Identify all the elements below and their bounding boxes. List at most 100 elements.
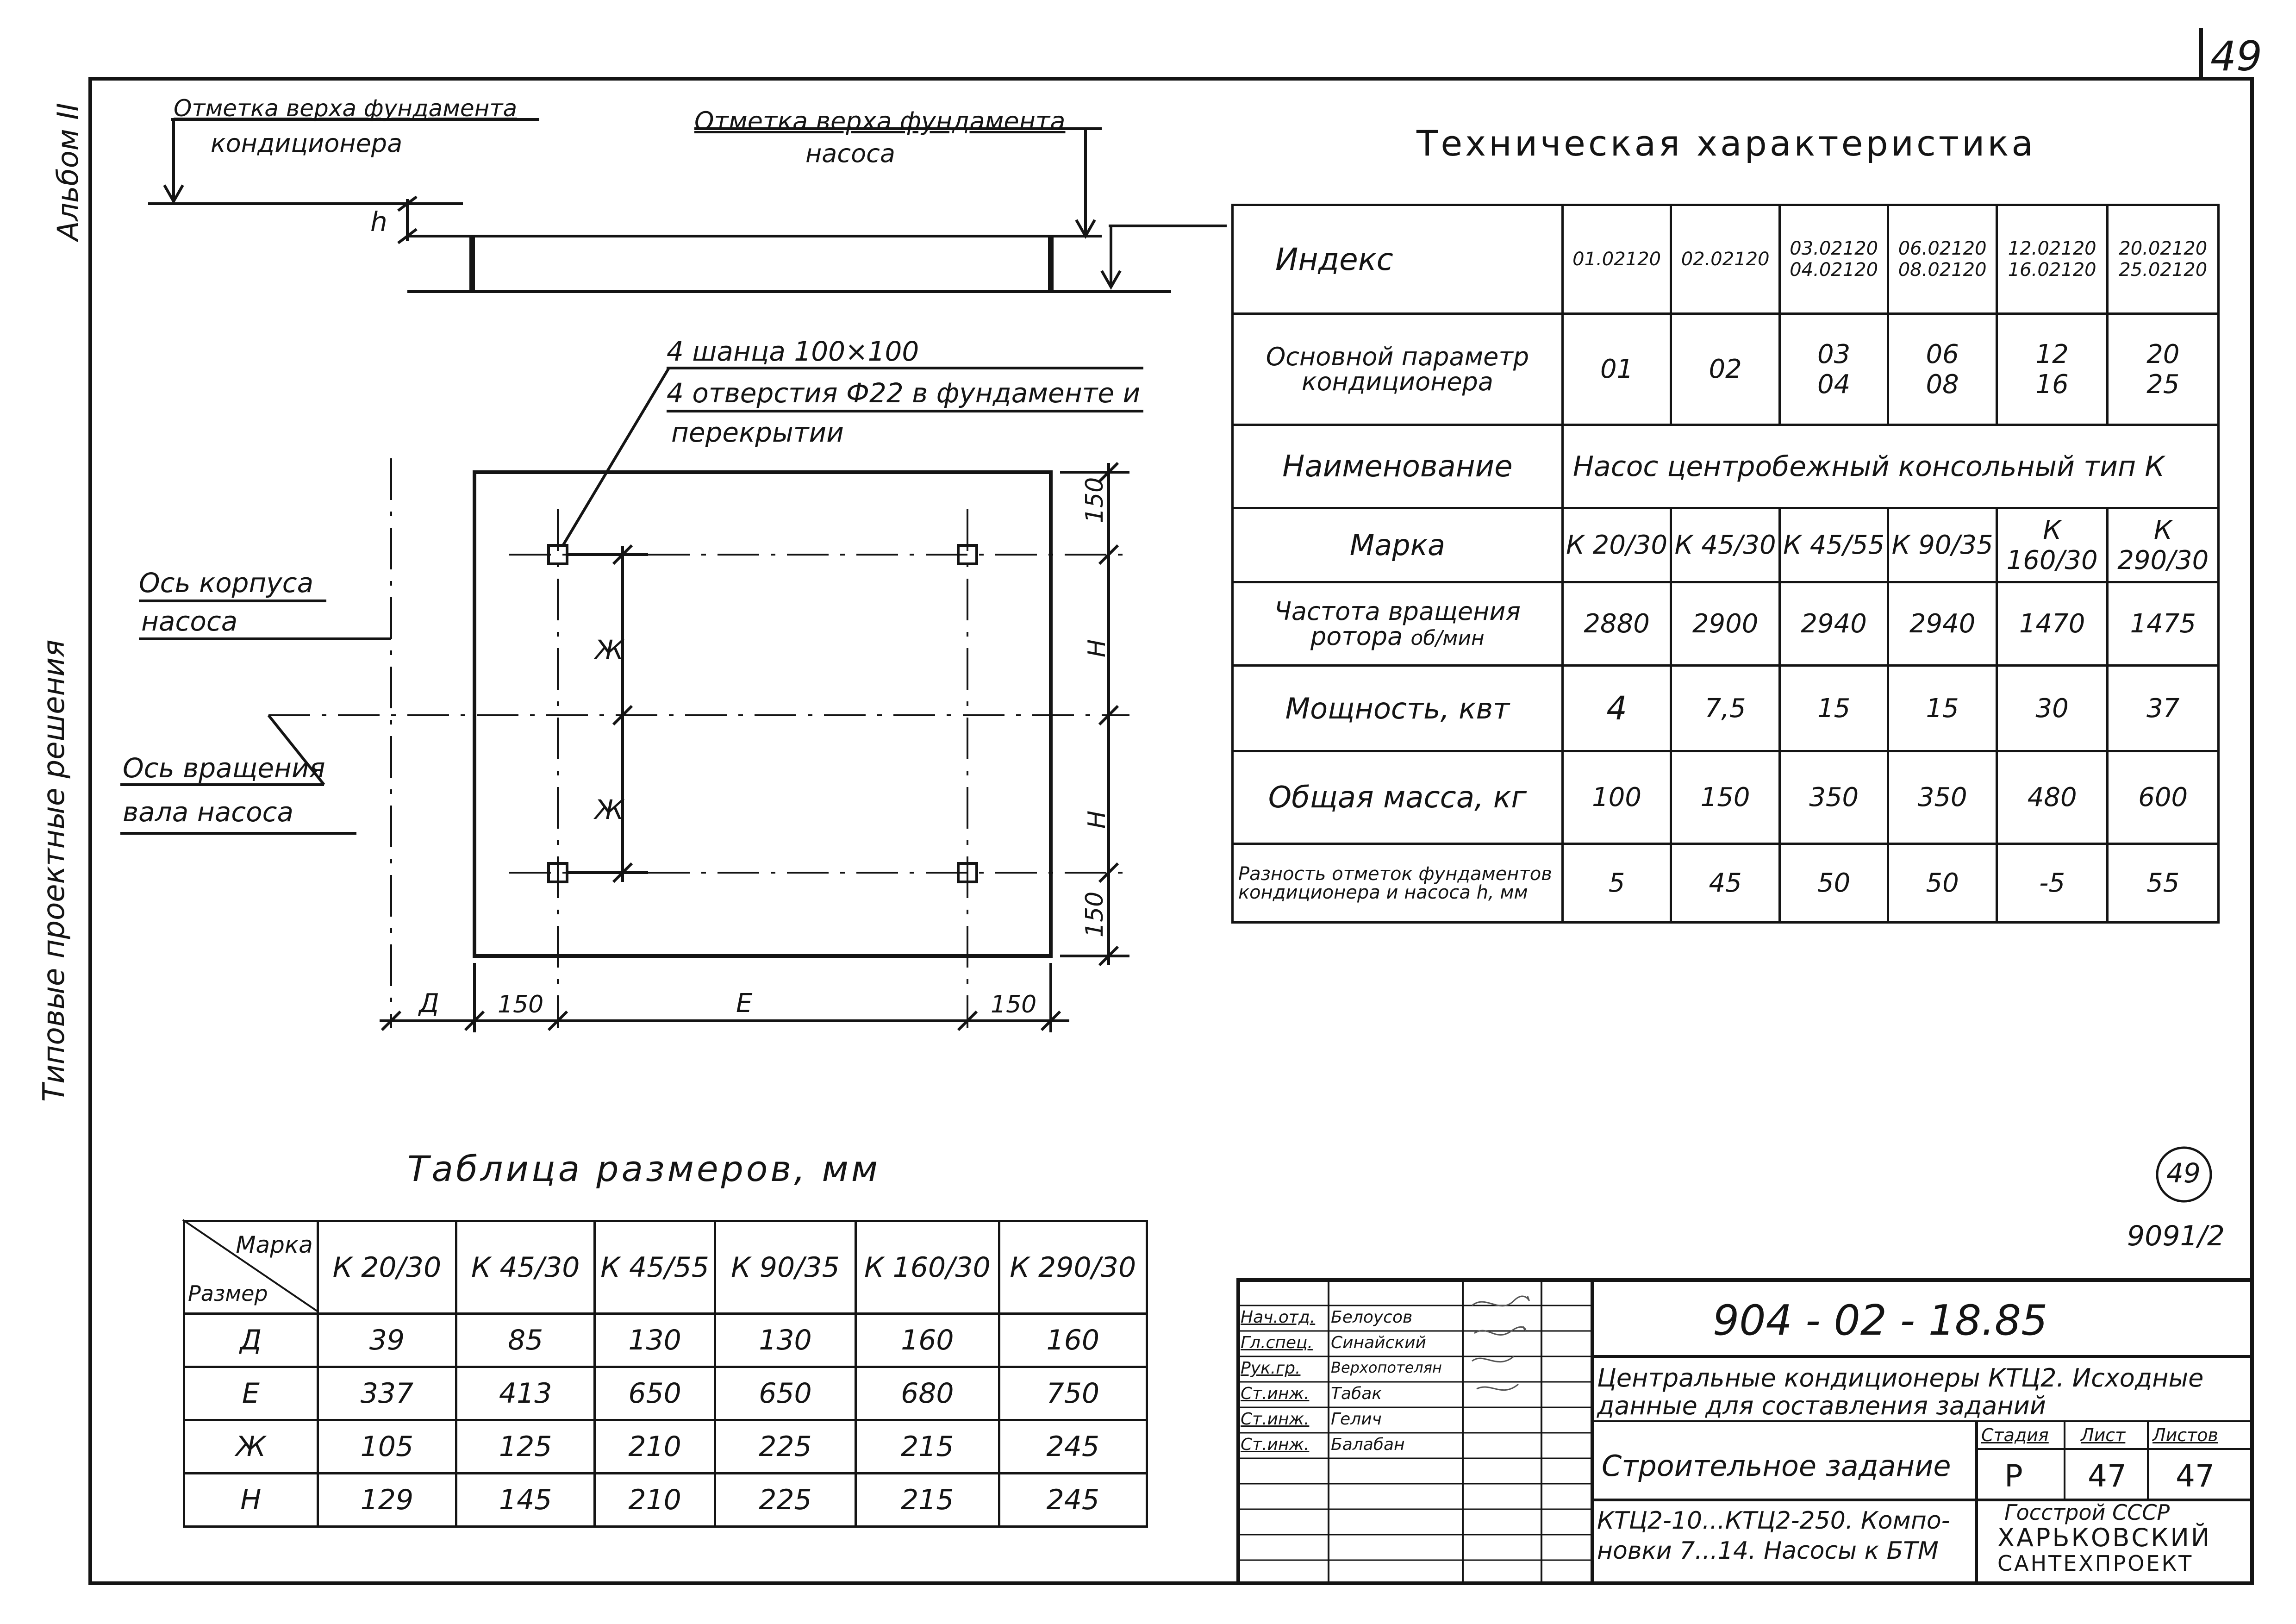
tech-freq-cell: 2940 <box>1778 581 1890 667</box>
sheet-number-circle <box>2156 1146 2212 1203</box>
tech-index-cell: 03.02120 04.02120 <box>1778 204 1890 315</box>
name: Синайский <box>1331 1333 1426 1352</box>
series-label: Типовые проектные решения <box>37 639 71 1102</box>
name: Белоусов <box>1331 1308 1413 1327</box>
sizes-cell: 215 <box>855 1419 1000 1474</box>
sizes-cell: 215 <box>855 1472 1000 1528</box>
task-label: Строительное задание <box>1602 1449 1951 1483</box>
tech-freq-label: Частота вращения ротора об/мин <box>1231 581 1564 667</box>
tech-param-label: Основной параметр кондиционера <box>1231 312 1564 426</box>
sizes-cell: 650 <box>713 1366 857 1421</box>
name: Гелич <box>1331 1410 1382 1429</box>
inventory-number: 9091/2 <box>2127 1220 2225 1252</box>
sizes-cell: 245 <box>998 1419 1148 1474</box>
cond-top-label-2: кондиционера <box>211 129 403 158</box>
sheet-header: Лист <box>2081 1425 2126 1445</box>
role: Нач.отд. <box>1241 1308 1316 1327</box>
sizes-col-header: К 160/30 <box>855 1220 1000 1315</box>
note-anchor-1: 4 шанца 100×100 <box>667 336 919 367</box>
circle-number: 49 <box>2166 1157 2201 1189</box>
tech-freq-text: Частота вращения ротора <box>1274 596 1521 651</box>
desc-line-2: новки 7...14. Насосы к БТМ <box>1597 1537 1939 1565</box>
sizes-row-label: Д <box>183 1312 319 1368</box>
sizes-cell: 130 <box>713 1312 857 1368</box>
tech-mass-cell: 100 <box>1561 750 1672 845</box>
document-code: 904 - 02 - 18.85 <box>1713 1296 2048 1345</box>
sheet-value: 47 <box>2088 1458 2127 1494</box>
tech-param-cell: 02 <box>1670 312 1781 426</box>
org-line-3: САНТЕХПРОЕКТ <box>1997 1551 2194 1576</box>
role: Гл.спец. <box>1241 1333 1313 1352</box>
tech-power-cell: 15 <box>1778 664 1890 752</box>
tech-mark-cell: К 160/30 <box>1995 507 2109 583</box>
tech-param-cell: 12 16 <box>1995 312 2109 426</box>
tech-freq-cell: 2880 <box>1561 581 1672 667</box>
dim-150-bottom: 150 <box>1081 891 1109 937</box>
dim-H-1: Н <box>1083 639 1111 657</box>
sizes-cell: 337 <box>316 1366 458 1421</box>
pump-top-label-2: насоса <box>805 139 895 168</box>
tech-mark-cell: К 20/30 <box>1561 507 1672 583</box>
sheets-value: 47 <box>2176 1458 2215 1494</box>
sizes-col-header: К 90/35 <box>713 1220 857 1315</box>
axis-body-label-2: насоса <box>141 606 238 637</box>
dim-150-top: 150 <box>1081 477 1109 523</box>
tech-power-cell: 4 <box>1561 664 1672 752</box>
sheets-header: Листов <box>2152 1425 2218 1445</box>
tech-mass-cell: 480 <box>1995 750 2109 845</box>
tech-mass-cell: 350 <box>1778 750 1890 845</box>
tech-name-value: Насос центробежный консольный тип К <box>1561 424 2220 509</box>
dim-150-left: 150 <box>498 991 544 1018</box>
tech-freq-cell: 2900 <box>1670 581 1781 667</box>
sizes-row-label: Е <box>183 1366 319 1421</box>
sizes-col-header: К 45/55 <box>593 1220 716 1315</box>
sizes-cell: 125 <box>455 1419 596 1474</box>
cond-top-label-1: Отметка верха фундамента <box>174 95 518 122</box>
sizes-cell: 245 <box>998 1472 1148 1528</box>
org-line-1: Госстрой СССР <box>2004 1500 2170 1525</box>
dim-zh-2: Ж <box>595 794 624 825</box>
stage-value: Р <box>2004 1458 2023 1494</box>
title-line-2: данные для составления заданий <box>1597 1391 2046 1420</box>
role: Ст.инж. <box>1241 1384 1310 1403</box>
tech-name-label: Наименование <box>1231 424 1564 509</box>
role: Рук.гр. <box>1241 1359 1301 1378</box>
tech-index-cell: 01.02120 <box>1561 204 1672 315</box>
sizes-row-label: Н <box>183 1472 319 1528</box>
tech-mark-cell: К 90/35 <box>1887 507 1998 583</box>
dim-D: Д <box>419 988 439 1018</box>
sizes-cell: 39 <box>316 1312 458 1368</box>
tech-diff-label: Разность отметок фундаментов кондиционер… <box>1231 843 1564 924</box>
sizes-corner-bottom: Размер <box>188 1281 268 1306</box>
dim-E: Е <box>736 988 753 1018</box>
axis-body-label-1: Ось корпуса <box>139 567 314 599</box>
tech-param-cell: 20 25 <box>2106 312 2220 426</box>
tech-mass-label: Общая масса, кг <box>1231 750 1564 845</box>
role: Ст.инж. <box>1241 1435 1310 1454</box>
tech-table: Индекс 01.02120 02.02120 03.02120 04.021… <box>1231 204 2220 924</box>
note-anchor-2: 4 отверстия Ф22 в фундаменте и <box>667 377 1141 409</box>
tech-freq-cell: 2940 <box>1887 581 1998 667</box>
title-line-1: Центральные кондиционеры КТЦ2. Исходные <box>1597 1363 2204 1393</box>
tech-index-cell: 02.02120 <box>1670 204 1781 315</box>
sizes-cell: 225 <box>713 1472 857 1528</box>
sizes-col-header: К 45/30 <box>455 1220 596 1315</box>
desc-line-1: КТЦ2-10...КТЦ2-250. Компо- <box>1597 1507 1950 1535</box>
sizes-col-header: К 20/30 <box>316 1220 458 1315</box>
album-label: Альбом II <box>51 103 85 241</box>
sizes-row-label: Ж <box>183 1419 319 1474</box>
tech-param-cell: 03 04 <box>1778 312 1890 426</box>
tech-power-label: Мощность, квт <box>1231 664 1564 752</box>
signature-scribbles <box>1472 1295 1530 1391</box>
title-block-frame <box>1236 1278 2254 1585</box>
tech-diff-cell: 55 <box>2106 843 2220 924</box>
sizes-cell: 210 <box>593 1472 716 1528</box>
tech-param-cell: 01 <box>1561 312 1672 426</box>
tech-index-cell: 12.02120 16.02120 <box>1995 204 2109 315</box>
tech-diff-cell: 5 <box>1561 843 1672 924</box>
sizes-cell: 225 <box>713 1419 857 1474</box>
sizes-table: Марка Размер К 20/30 К 45/30 К 45/55 К 9… <box>183 1220 1148 1528</box>
name: Балабан <box>1331 1435 1405 1454</box>
pump-top-label-1: Отметка верха фундамента <box>694 106 1066 136</box>
sizes-cell: 750 <box>998 1366 1148 1421</box>
